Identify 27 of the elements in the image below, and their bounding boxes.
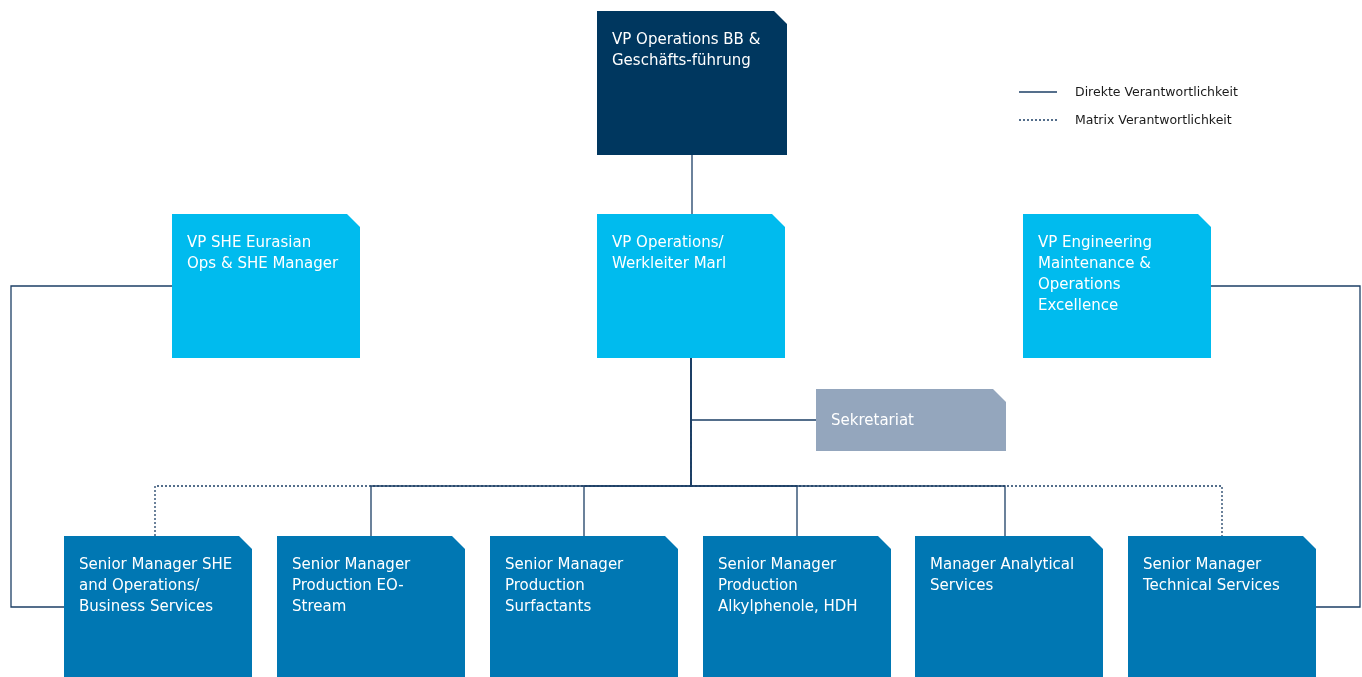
department-box: [703, 536, 891, 677]
department-box: [277, 536, 465, 677]
vp-box: [597, 214, 785, 358]
department-box: [64, 536, 252, 677]
executive-box: [597, 11, 787, 155]
box-label: Manager Analytical Services: [930, 554, 1076, 596]
vp-box: [1023, 214, 1211, 358]
box-label: VP Engineering Maintenance & Operations Excellence: [1038, 232, 1154, 316]
box-label: Senior Manager Production Surfactants: [505, 554, 625, 617]
connector-line: [1210, 285, 1361, 608]
box-label: Senior Manager Technical Services: [1143, 554, 1281, 596]
box-label: Senior Manager Production Alkylphenole, HDH: [718, 554, 859, 617]
department-box: [1128, 536, 1316, 677]
connector-line: [691, 154, 693, 215]
box-label: VP Operations BB & Geschäfts-führung: [612, 29, 762, 71]
box-label: Senior Manager SHE and Operations/ Business Services: [79, 554, 234, 617]
box-label: VP Operations/ Werkleiter Marl: [612, 232, 728, 274]
box-label: Senior Manager Production EO-Stream: [292, 554, 412, 617]
department-box: [915, 536, 1103, 677]
box-label: VP SHE Eurasian Ops & SHE Manager: [187, 232, 340, 274]
box-label: Sekretariat: [831, 409, 915, 431]
staff-box: [816, 389, 1006, 451]
department-box: [490, 536, 678, 677]
connector-line: [10, 285, 173, 608]
legend-label: Matrix Verantwortlichkeit: [1075, 111, 1232, 129]
legend-label: Direkte Verantwortlichkeit: [1075, 83, 1238, 101]
vp-box: [172, 214, 360, 358]
